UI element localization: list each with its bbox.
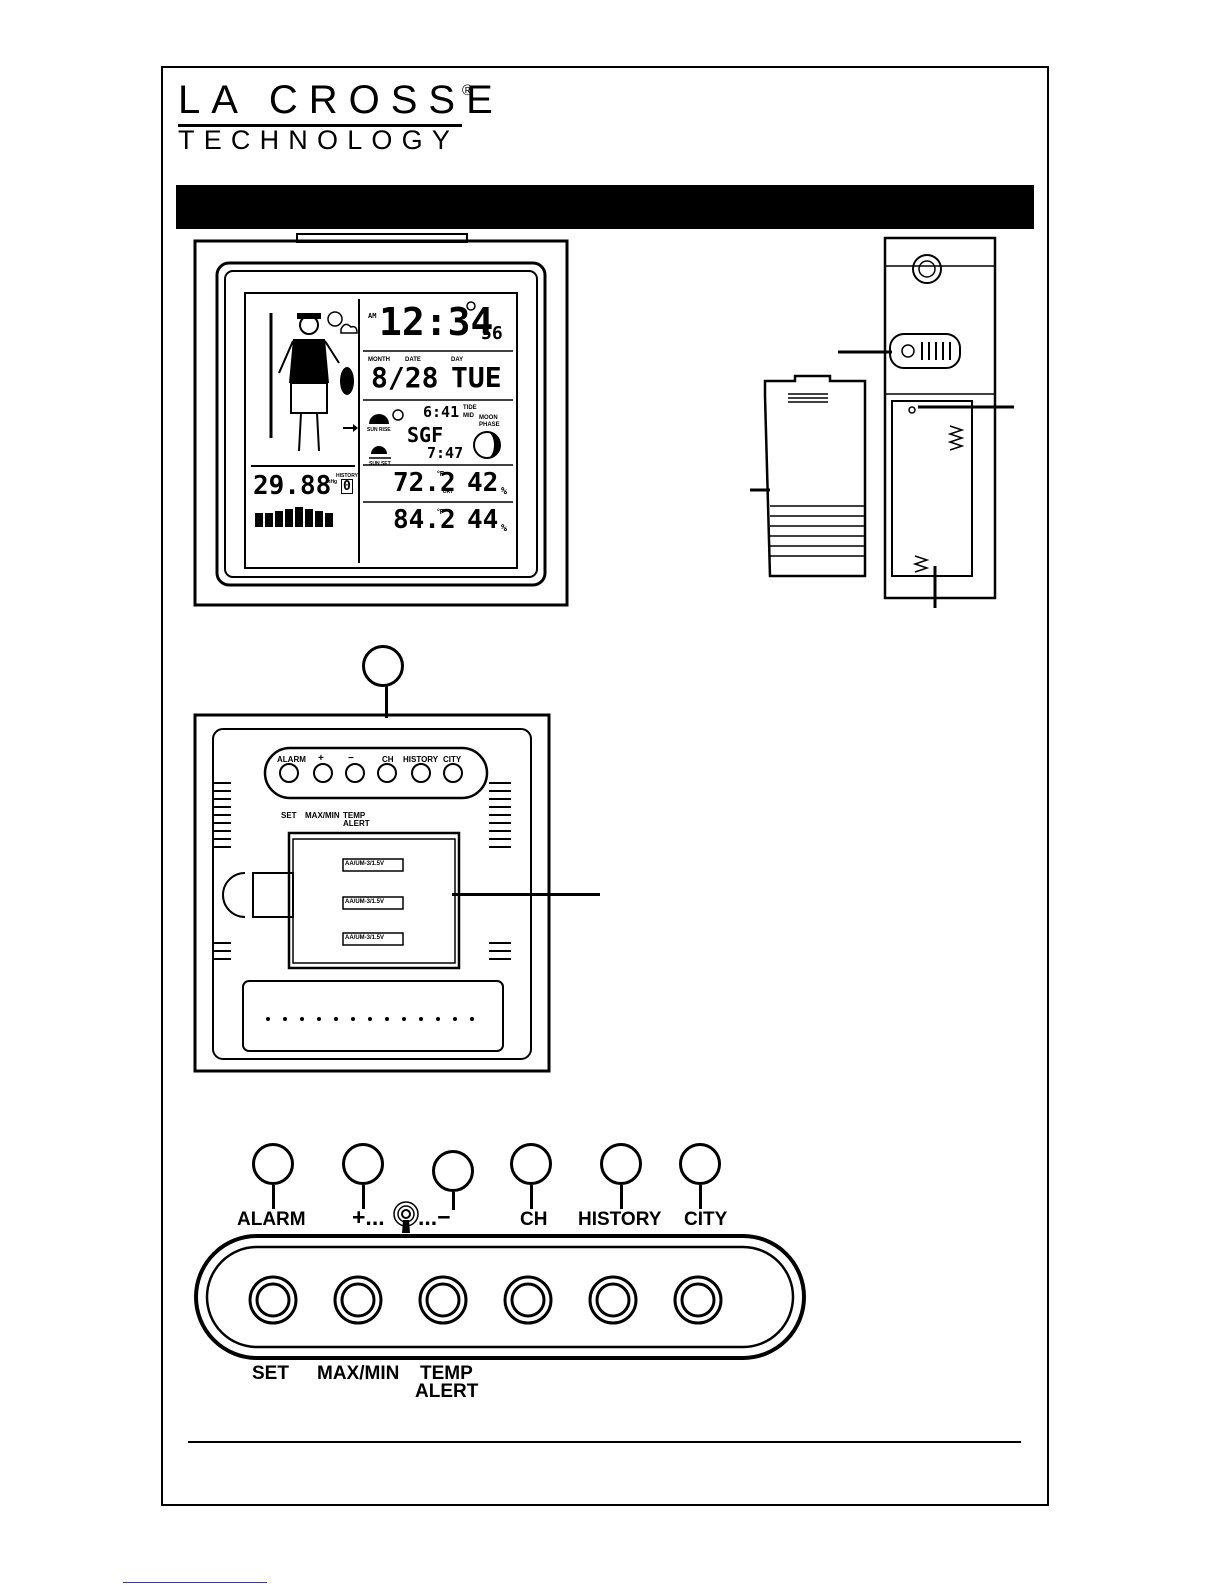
back-label-set: SET <box>281 811 297 820</box>
lcd-outdoor-humidity: 44 <box>467 505 499 535</box>
lcd-phase-label: PHASE <box>479 422 500 428</box>
logo-la-crosse: LA CROSSE <box>178 78 504 122</box>
callout-circle-plus <box>342 1143 384 1185</box>
callout-circle-minus <box>432 1150 474 1192</box>
wireless-signal-icon <box>392 1200 420 1239</box>
callout-circle-city <box>679 1143 721 1185</box>
callout-leader-history <box>620 1185 623 1209</box>
callout-leader-city <box>699 1185 702 1209</box>
lcd-pressure: 29.88 <box>253 471 332 501</box>
battery-label-1: AA/UM-3/1.5V <box>345 861 385 867</box>
back-label-city: CITY <box>443 755 462 764</box>
label-minus: ...− <box>418 1204 451 1230</box>
button-temp-alert[interactable] <box>418 1275 468 1325</box>
lcd-date-label: DATE <box>405 357 421 363</box>
logo-divider <box>178 124 462 127</box>
lcd-outdoor-pct: % <box>501 523 508 534</box>
lcd-date: 8/28 <box>371 361 439 394</box>
lcd-history-value: 0 <box>341 479 353 494</box>
callout-leader-minus <box>452 1192 455 1210</box>
station-front-outline <box>193 233 569 607</box>
lcd-day: TUE <box>451 361 502 394</box>
lcd-moon-label: MOON <box>479 415 498 421</box>
back-label-alert: ALERT <box>343 819 370 828</box>
callout-circle-history <box>600 1143 642 1185</box>
lcd-indoor-humidity: 42 <box>467 468 499 498</box>
lcd-history-label: HISTORY <box>336 473 358 479</box>
logo-registered-mark: ® <box>462 82 474 99</box>
back-label-alarm: ALARM <box>277 755 306 764</box>
lcd-outdoor-temp: 84.2 <box>393 505 456 535</box>
label-alarm: ALARM <box>237 1209 306 1230</box>
battery-label-3: AA/UM-3/1.5V <box>345 935 385 941</box>
lcd-outdoor-unit: °F <box>437 509 445 516</box>
label-set: SET <box>252 1363 289 1384</box>
lcd-sunset-label: SUN SET <box>369 461 391 467</box>
callout-line-battery <box>452 893 600 896</box>
button-set[interactable] <box>248 1275 298 1325</box>
remote-sensor-drawing <box>750 236 1014 608</box>
lcd-sunrise-label: SUN RISE <box>367 427 391 433</box>
battery-label-2: AA/UM-3/1.5V <box>345 899 385 905</box>
lcd-tide-label: TIDE <box>463 405 477 411</box>
logo-technology: TECHNOLOGY <box>178 125 460 155</box>
lcd-month-label: MONTH <box>368 357 390 363</box>
lcd-tide-level: MID <box>463 413 474 419</box>
page-border <box>161 66 1049 1506</box>
lcd-clock-time: 12:34 <box>379 300 494 344</box>
lcd-sunrise-time: 6:41 <box>423 403 460 421</box>
lcd-city: SGF <box>407 423 444 447</box>
callout-leader-alarm <box>272 1185 275 1209</box>
callout-circle-ch <box>510 1143 552 1185</box>
lcd-ampm: AM <box>368 312 377 320</box>
lcd-indoor-pct: % <box>501 486 508 497</box>
lcd-indoor-temp: 72.2 <box>393 468 456 498</box>
button-panel <box>194 1234 806 1360</box>
label-history: HISTORY <box>578 1209 662 1230</box>
callout-leader-ch <box>530 1185 533 1209</box>
back-label-ch: CH <box>382 755 394 764</box>
lcd-clock-seconds: 56 <box>481 323 503 344</box>
button-ch[interactable] <box>503 1275 553 1325</box>
callout-line-back <box>385 686 388 718</box>
button-row <box>248 1275 723 1325</box>
callout-leader-plus <box>362 1185 365 1209</box>
footer-rule <box>188 1441 1021 1443</box>
lcd-comfort: DRY <box>443 489 454 495</box>
lcd-day-label: DAY <box>451 357 464 363</box>
callout-circle-alarm <box>252 1143 294 1185</box>
station-back-outline <box>193 713 551 1073</box>
title-bar <box>176 185 1034 229</box>
lcd-sunset-time: 7:47 <box>427 444 464 462</box>
label-temp: TEMP <box>420 1363 473 1384</box>
label-city: CITY <box>684 1209 728 1230</box>
weather-station-front: AM 12:34 56 MONTH DATE DAY 8/28 TUE 6:41… <box>193 233 571 609</box>
button-city[interactable] <box>673 1275 723 1325</box>
label-alert: ALERT <box>415 1381 479 1402</box>
button-history[interactable] <box>588 1275 638 1325</box>
lcd-indoor-unit: °F <box>437 471 445 478</box>
back-label-minus: − <box>348 753 354 764</box>
label-ch: CH <box>520 1209 548 1230</box>
lcd-pressure-unit: inHg <box>326 479 338 485</box>
weather-station-back: ALARM + − CH HISTORY CITY SET MAX/MIN TE… <box>193 713 551 1073</box>
label-maxmin: MAX/MIN <box>317 1363 400 1384</box>
back-label-temp: TEMP <box>343 811 366 820</box>
label-plus: +... <box>352 1204 385 1230</box>
callout-circle-back <box>362 645 404 687</box>
back-label-maxmin: MAX/MIN <box>305 811 340 820</box>
back-label-plus: + <box>318 753 324 764</box>
back-label-history: HISTORY <box>403 755 439 764</box>
link-underline <box>123 1582 267 1583</box>
button-maxmin[interactable] <box>333 1275 383 1325</box>
